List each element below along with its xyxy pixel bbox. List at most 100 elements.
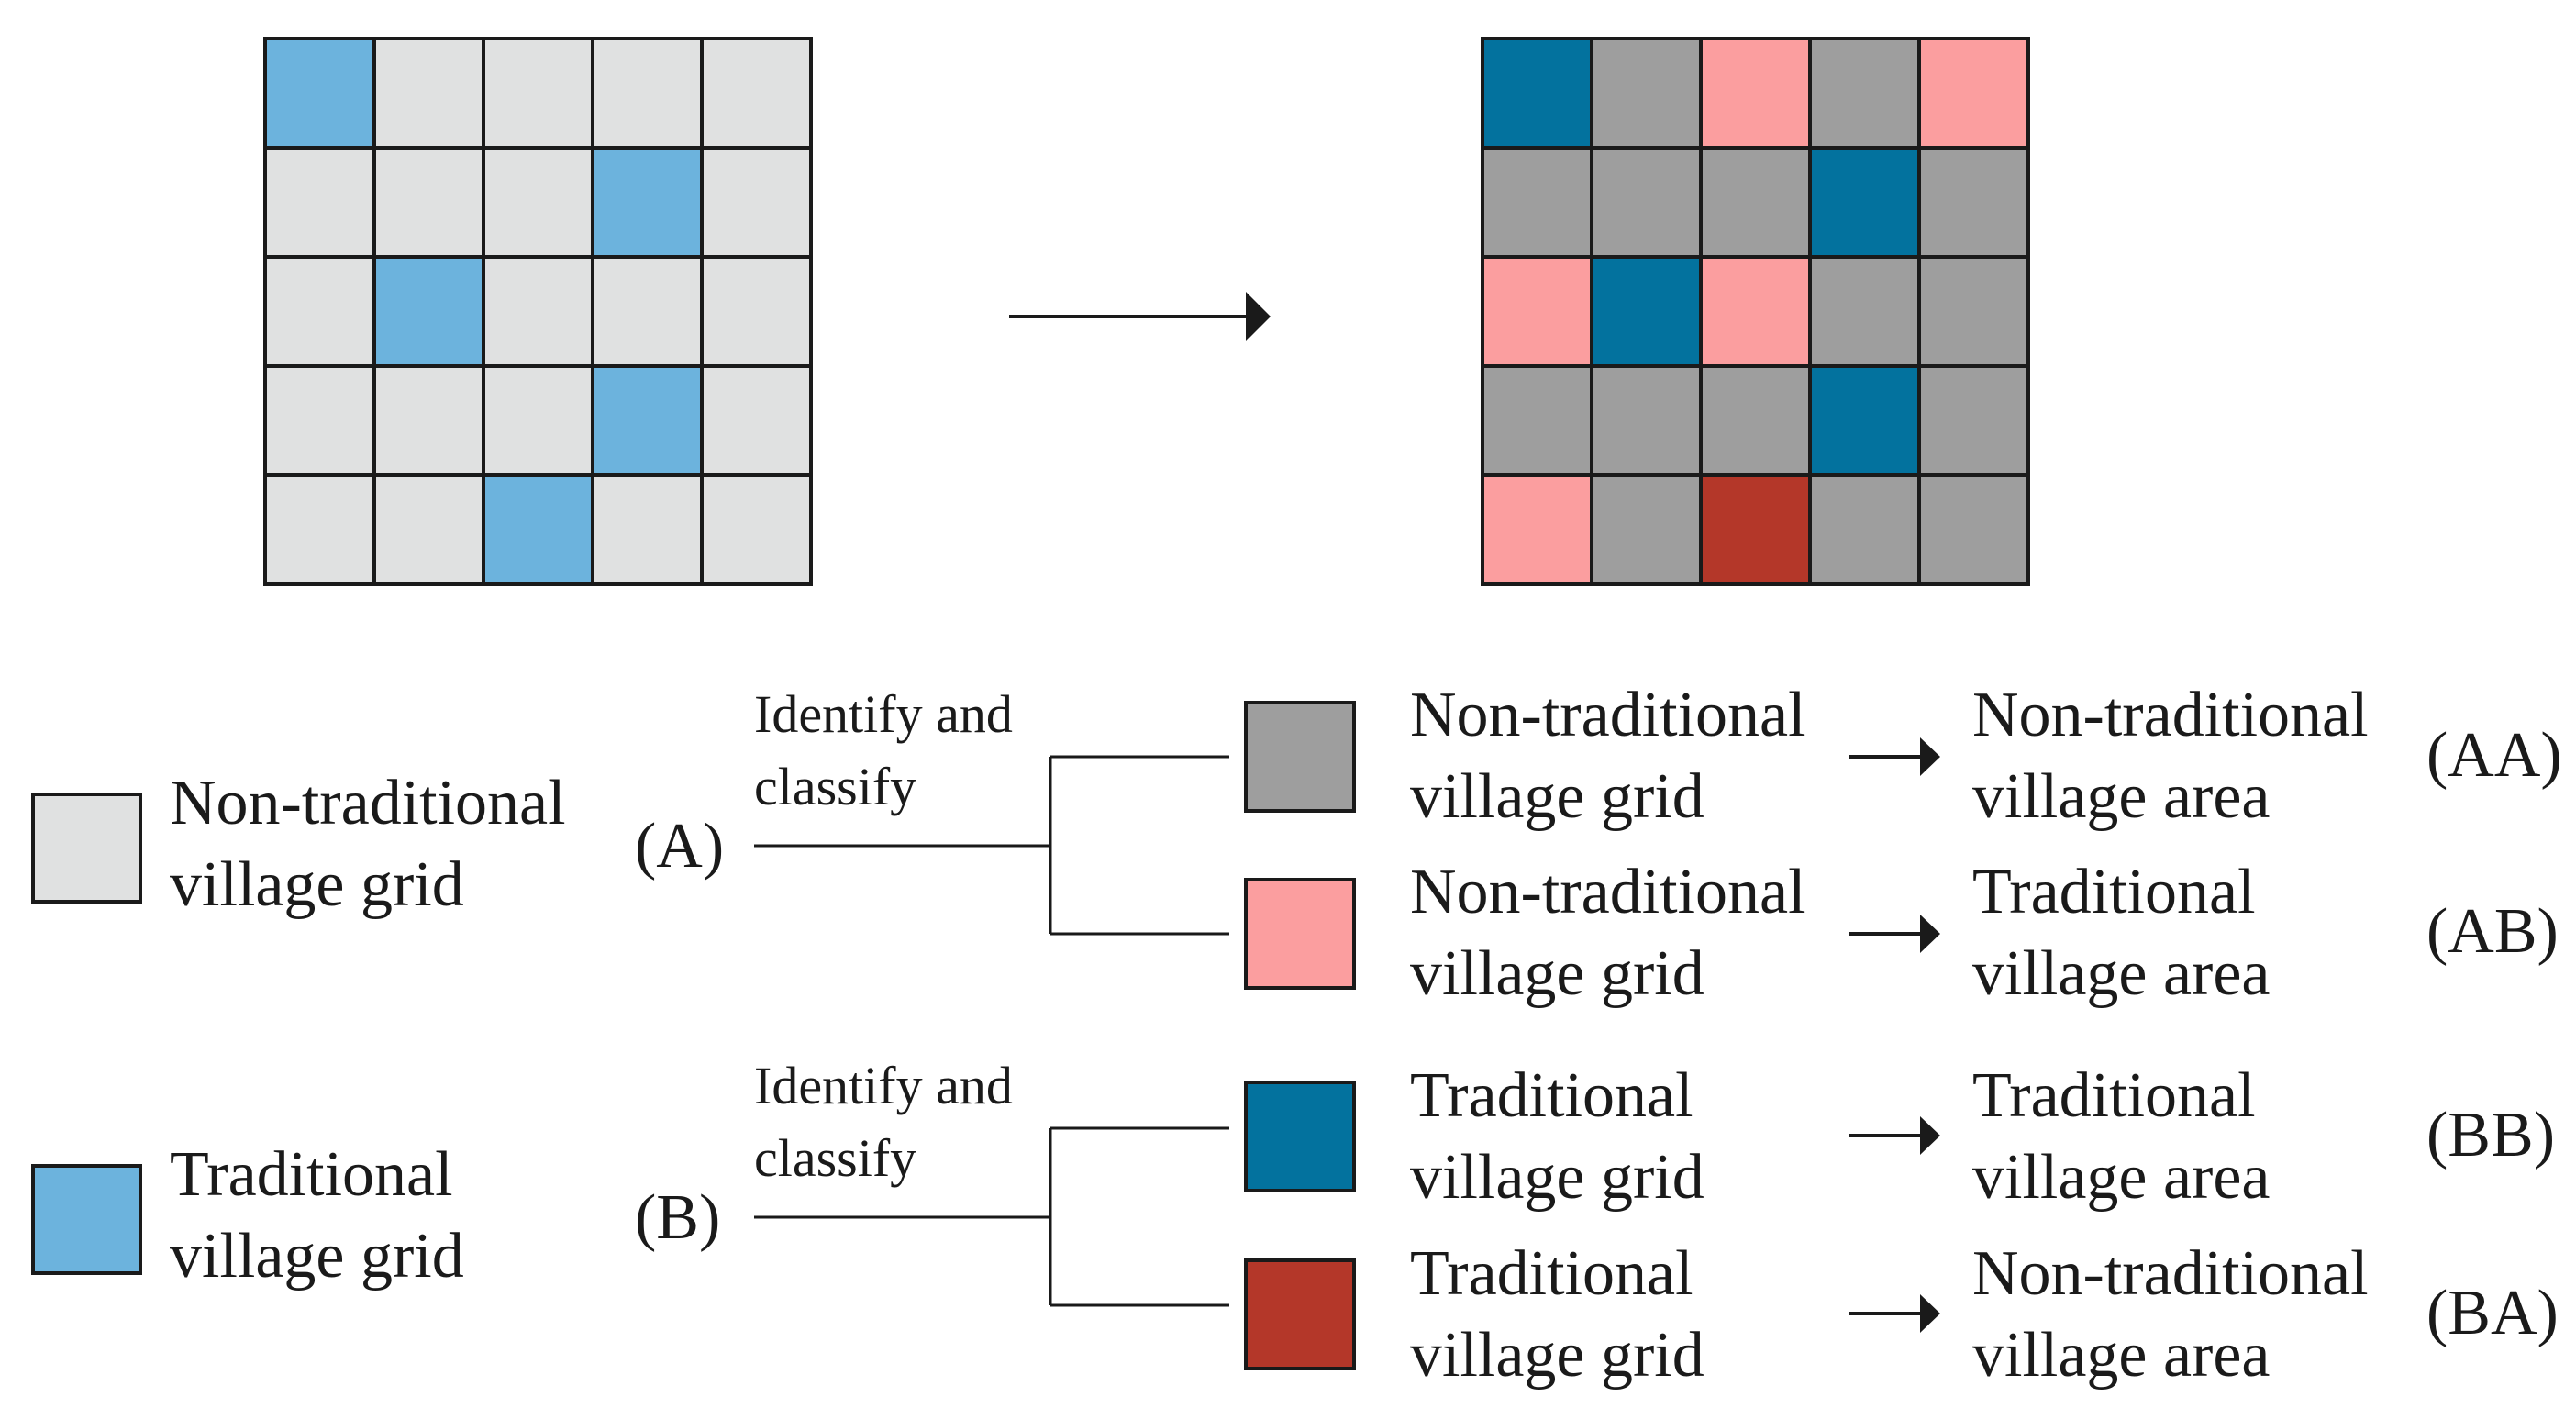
branch-b-action-line1: Identify and <box>754 1056 1013 1115</box>
outcome-ba-grid-line2: village grid <box>1410 1320 1704 1391</box>
input-grid-cell-r1-c2 <box>372 37 485 150</box>
branch-b-label: (B) <box>635 1182 720 1253</box>
branch-a-action-line2: classify <box>754 757 916 816</box>
outcome-aa-code: (AA) <box>2426 720 2562 791</box>
input-grid-cell-r5-c5 <box>700 473 813 586</box>
outcome-bb-swatch <box>1244 1081 1356 1192</box>
transform-arrow <box>1009 292 1271 341</box>
outcome-bb-code: (BB) <box>2426 1100 2555 1170</box>
input-grid-cell-r4-c1 <box>263 364 376 477</box>
classified-grid-cell-r3-c2 <box>1590 255 1703 368</box>
input-grid-cell-r2-c2 <box>372 146 485 259</box>
outcome-ba-swatch <box>1244 1258 1356 1370</box>
outcome-bb: Traditional village grid Traditional vil… <box>1244 1060 2555 1213</box>
classified-grid-cell-r2-c5 <box>1917 146 2030 259</box>
outcome-bb-area-line2: village area <box>1972 1142 2271 1213</box>
legend-non-traditional-line2: village grid <box>170 849 464 920</box>
classified-grid-cell-r1-c5 <box>1917 37 2030 150</box>
input-grid-cell-r3-c2 <box>372 255 485 368</box>
input-grid-cell-r2-c3 <box>482 146 594 259</box>
legend-traditional-line1: Traditional <box>170 1139 453 1210</box>
outcome-aa-grid-line1: Non-traditional <box>1410 680 1806 750</box>
classified-grid-cell-r1-c4 <box>1808 37 1921 150</box>
input-grid-cell-r2-c4 <box>591 146 704 259</box>
legend-item-traditional: Traditional village grid <box>31 1139 464 1292</box>
outcome-ba-grid-line1: Traditional <box>1410 1238 1693 1309</box>
outcome-aa-swatch <box>1244 701 1356 813</box>
classified-grid-cell-r1-c1 <box>1481 37 1593 150</box>
outcome-bb-grid-line2: village grid <box>1410 1142 1704 1213</box>
input-grid-cell-r3-c4 <box>591 255 704 368</box>
outcome-bb-area-line1: Traditional <box>1972 1060 2256 1131</box>
branch-a-connector <box>754 755 1229 936</box>
classified-grid-cell-r3-c1 <box>1481 255 1593 368</box>
outcome-ab-arrow-head <box>1920 915 1940 953</box>
input-grid-cell-r1-c5 <box>700 37 813 150</box>
branch-a: (A) Identify and classify Non-traditiona… <box>635 680 2562 1009</box>
outcome-aa-area-line2: village area <box>1972 761 2271 832</box>
outcome-ba: Traditional village grid Non-traditional… <box>1244 1238 2559 1391</box>
input-grid-cell-r5-c1 <box>263 473 376 586</box>
classified-grid-cell-r4-c1 <box>1481 364 1593 477</box>
input-grid-cell-r5-c4 <box>591 473 704 586</box>
branch-a-label: (A) <box>635 811 724 881</box>
classified-village-grid <box>1481 37 2030 586</box>
legend-swatch-traditional <box>31 1164 142 1275</box>
input-grid-cell-r3-c5 <box>700 255 813 368</box>
outcome-ba-area-line1: Non-traditional <box>1972 1238 2369 1309</box>
transform-arrow-head <box>1246 292 1271 341</box>
outcome-ba-arrow-head <box>1920 1294 1940 1333</box>
classified-grid-cell-r4-c3 <box>1699 364 1812 477</box>
input-grid-cell-r4-c2 <box>372 364 485 477</box>
input-grid-cell-r3-c1 <box>263 255 376 368</box>
outcome-ab-code: (AB) <box>2426 896 2559 967</box>
classified-grid-cell-r1-c3 <box>1699 37 1812 150</box>
classified-grid-cell-r1-c2 <box>1590 37 1703 150</box>
classified-grid-cell-r3-c5 <box>1917 255 2030 368</box>
input-grid-cell-r4-c4 <box>591 364 704 477</box>
classified-grid-cell-r5-c5 <box>1917 473 2030 586</box>
classified-grid-cell-r5-c2 <box>1590 473 1703 586</box>
classified-grid-cell-r2-c3 <box>1699 146 1812 259</box>
classified-grid-cell-r5-c1 <box>1481 473 1593 586</box>
outcome-aa-area-line1: Non-traditional <box>1972 680 2369 750</box>
input-grid-cell-r3-c3 <box>482 255 594 368</box>
branch-b: (B) Identify and classify Traditional vi… <box>635 1056 2559 1391</box>
classified-grid-cell-r4-c5 <box>1917 364 2030 477</box>
legend: Non-traditional village grid Traditional… <box>31 768 566 1292</box>
outcome-aa-grid-line2: village grid <box>1410 761 1704 832</box>
branch-b-action-line2: classify <box>754 1128 916 1188</box>
outcome-ab: Non-traditional village grid Traditional… <box>1244 857 2559 1009</box>
classified-grid-cell-r2-c1 <box>1481 146 1593 259</box>
outcome-ab-area-line1: Traditional <box>1972 857 2256 927</box>
input-grid-cell-r4-c5 <box>700 364 813 477</box>
outcome-aa: Non-traditional village grid Non-traditi… <box>1244 680 2562 832</box>
classified-grid-cell-r4-c4 <box>1808 364 1921 477</box>
input-grid-cell-r5-c2 <box>372 473 485 586</box>
classified-grid-cell-r5-c3 <box>1699 473 1812 586</box>
legend-non-traditional-line1: Non-traditional <box>170 768 566 838</box>
input-village-grid <box>263 37 813 586</box>
outcome-ab-grid-line2: village grid <box>1410 938 1704 1009</box>
outcome-bb-arrow-head <box>1920 1116 1940 1155</box>
branch-a-action-line1: Identify and <box>754 684 1013 744</box>
outcome-ab-swatch <box>1244 878 1356 990</box>
branch-b-connector <box>754 1126 1229 1307</box>
legend-swatch-non-traditional <box>31 793 142 904</box>
input-grid-cell-r2-c5 <box>700 146 813 259</box>
outcome-aa-arrow-head <box>1920 737 1940 776</box>
input-grid-cell-r2-c1 <box>263 146 376 259</box>
classified-grid-cell-r3-c4 <box>1808 255 1921 368</box>
classified-grid-cell-r2-c2 <box>1590 146 1703 259</box>
input-grid-cell-r5-c3 <box>482 473 594 586</box>
input-grid-cell-r4-c3 <box>482 364 594 477</box>
outcome-bb-grid-line1: Traditional <box>1410 1060 1693 1131</box>
input-grid-cell-r1-c4 <box>591 37 704 150</box>
classified-grid-cell-r4-c2 <box>1590 364 1703 477</box>
input-grid-cell-r1-c3 <box>482 37 594 150</box>
outcome-ba-code: (BA) <box>2426 1278 2559 1348</box>
outcome-ab-area-line2: village area <box>1972 938 2271 1009</box>
outcome-ab-grid-line1: Non-traditional <box>1410 857 1806 927</box>
